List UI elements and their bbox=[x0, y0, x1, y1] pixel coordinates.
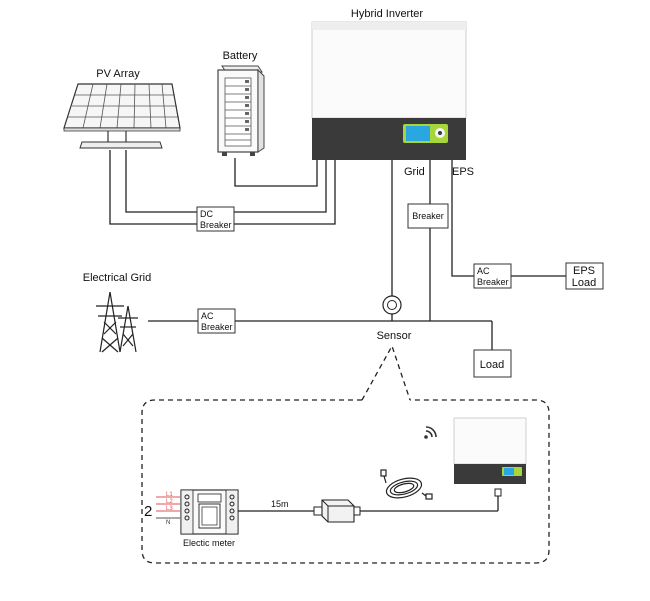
coiled-cable-icon bbox=[380, 469, 433, 500]
grid-ac-breaker-line1: AC bbox=[201, 311, 214, 321]
grid-ac-breaker-line2: Breaker bbox=[201, 322, 233, 332]
battery: Battery bbox=[217, 50, 265, 156]
grid-ac-breaker-box bbox=[197, 308, 236, 334]
grid-port-label: Grid bbox=[404, 166, 425, 178]
hybrid-inverter: Hybrid Inverter Grid EPS bbox=[311, 8, 474, 178]
solar-panel-icon bbox=[63, 83, 181, 149]
wire-l2: L2 bbox=[166, 499, 173, 505]
meter-number-label: 2 bbox=[144, 503, 152, 520]
sensor-detail-callout bbox=[141, 344, 550, 564]
hybrid-inverter-label: Hybrid Inverter bbox=[351, 8, 423, 20]
ac-wiring: Breaker AC Breaker Sensor Load bbox=[148, 160, 512, 378]
load-label: Load bbox=[480, 359, 504, 371]
load-box bbox=[473, 349, 512, 378]
cable-length-label: 15m bbox=[271, 499, 289, 509]
electric-meter-label: Electic meter bbox=[183, 538, 235, 548]
dc-breaker-line1: DC bbox=[200, 209, 213, 219]
inverter-detail-icon bbox=[453, 417, 527, 484]
wifi-icon bbox=[424, 426, 437, 439]
sensor-label: Sensor bbox=[377, 330, 412, 342]
dc-wiring: DC Breaker bbox=[109, 150, 336, 232]
eps-load-box bbox=[565, 262, 604, 290]
rj45-adapter-icon bbox=[313, 499, 361, 523]
electrical-grid: Electrical Grid bbox=[83, 272, 151, 353]
meter-wire-labels: L1 L2 L3 N bbox=[156, 492, 180, 526]
transmission-tower-icon bbox=[96, 291, 138, 353]
pv-array: PV Array bbox=[63, 68, 181, 149]
dc-breaker-line2: Breaker bbox=[200, 220, 232, 230]
eps-port-label: EPS bbox=[452, 166, 474, 178]
wire-l3: L3 bbox=[166, 506, 173, 512]
breaker-box bbox=[407, 203, 449, 229]
dc-breaker-box bbox=[196, 206, 235, 232]
wire-l1: L1 bbox=[166, 492, 173, 498]
eps-ac-breaker-line1: AC bbox=[477, 266, 490, 276]
eps-load-line1: EPS bbox=[573, 265, 595, 277]
eps-ac-breaker-line2: Breaker bbox=[477, 277, 509, 287]
electrical-grid-label: Electrical Grid bbox=[83, 272, 151, 284]
wire-n: N bbox=[166, 520, 170, 526]
battery-label: Battery bbox=[223, 50, 258, 62]
communication-cable: 15m bbox=[238, 488, 502, 512]
pv-array-label: PV Array bbox=[96, 68, 140, 80]
breaker-label: Breaker bbox=[412, 211, 444, 221]
eps-ac-breaker-box bbox=[473, 263, 512, 289]
eps-wiring: AC Breaker EPS Load bbox=[451, 160, 604, 290]
battery-rack-icon bbox=[217, 65, 265, 156]
eps-load-line2: Load bbox=[572, 277, 596, 289]
inverter-icon bbox=[311, 21, 467, 160]
electric-meter: 2 L1 L2 L3 N Electic meter bbox=[144, 489, 239, 548]
electric-meter-icon bbox=[180, 489, 239, 535]
current-sensor-icon bbox=[382, 295, 402, 315]
